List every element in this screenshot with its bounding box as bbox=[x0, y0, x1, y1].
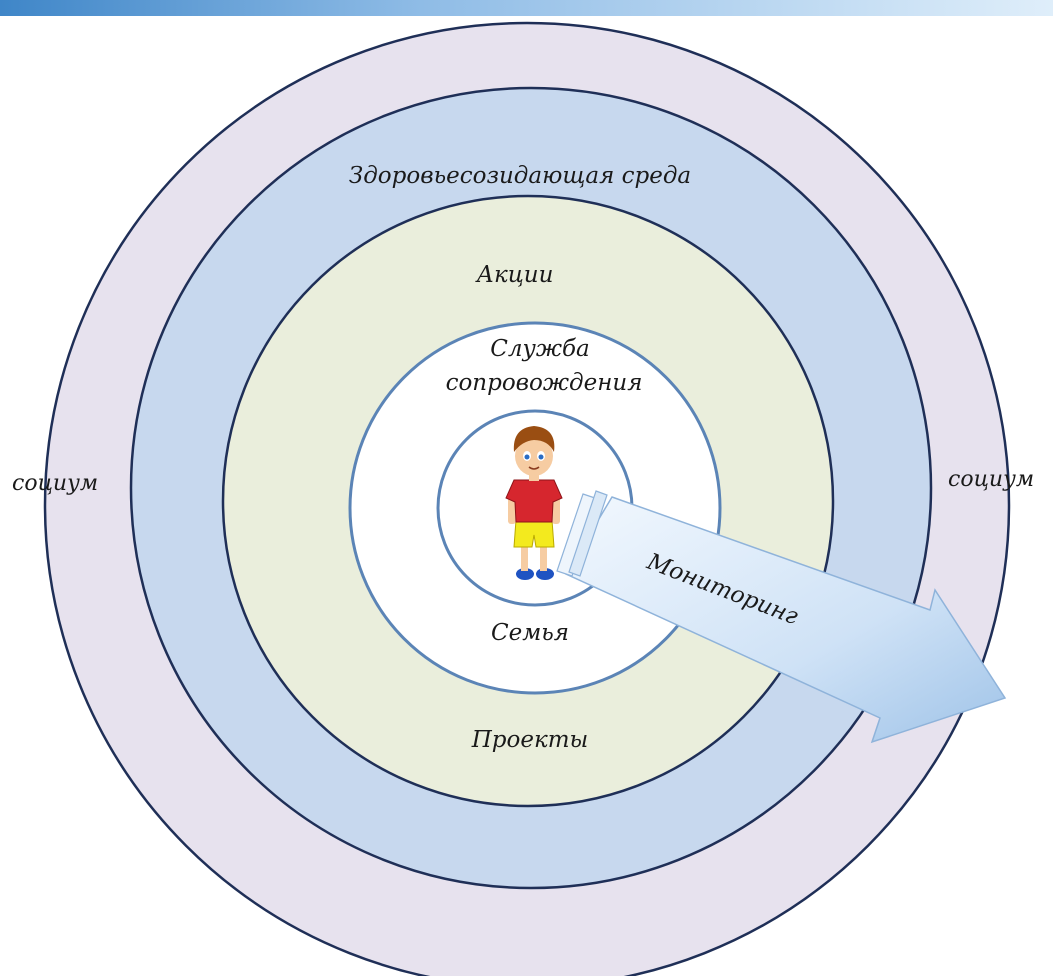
label-support-service-line2: сопровождения bbox=[446, 370, 643, 396]
label-projects: Проекты bbox=[471, 727, 589, 753]
label-actions: Акции bbox=[475, 262, 554, 288]
label-socium-right: социум bbox=[948, 467, 1034, 492]
monitoring-arrow: Мониторинг bbox=[556, 490, 1007, 744]
child-icon bbox=[505, 426, 563, 580]
label-family: Семья bbox=[491, 620, 569, 646]
label-socium-left: социум bbox=[12, 471, 98, 496]
top-accent-bar bbox=[0, 0, 1053, 16]
label-health-environment: Здоровьесозидающая среда bbox=[349, 163, 691, 189]
label-support-service-line1: Служба bbox=[490, 336, 589, 362]
